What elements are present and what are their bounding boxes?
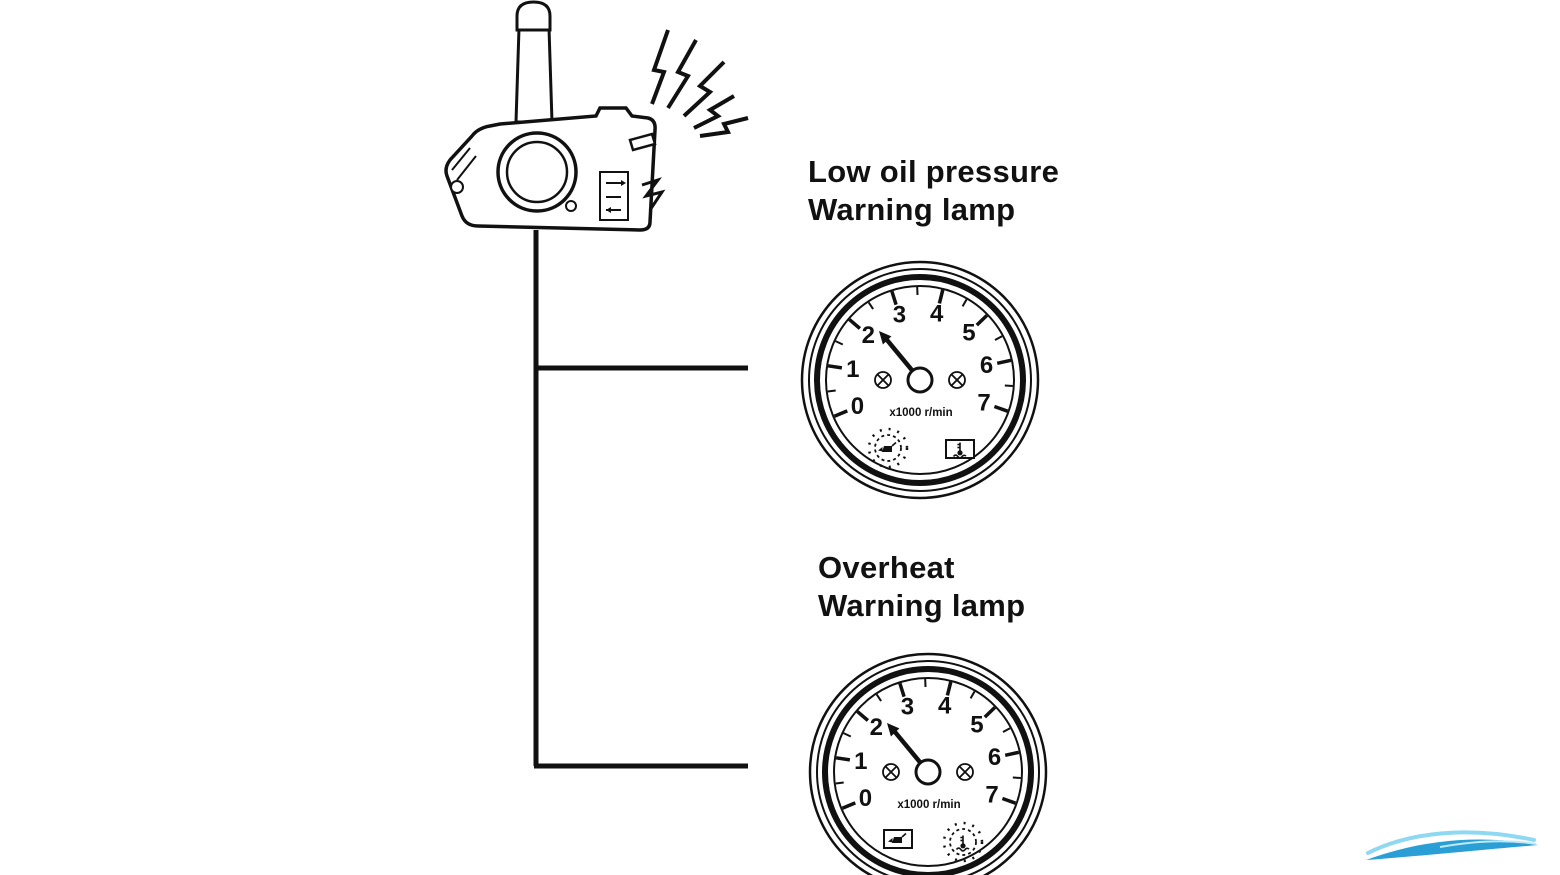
alarm-sound-icon	[650, 29, 749, 138]
oil-warning-lamp-active	[867, 427, 909, 469]
control-side-panel	[599, 171, 629, 221]
callout-low-oil-line2: Warning lamp	[808, 192, 1015, 227]
tachometer-2	[810, 654, 1046, 875]
control-lever-shaft	[514, 26, 554, 124]
callout-overheat-line1: Overheat	[818, 550, 955, 585]
temperature-warning-lamp-active	[942, 821, 984, 863]
watermark-wave-logo	[1366, 830, 1538, 860]
lever-hub-inner	[505, 140, 569, 204]
body-detail-lines	[451, 147, 477, 181]
callout-low-oil-line1: Low oil pressure	[808, 154, 1059, 189]
control-lever-knob	[515, 0, 552, 32]
tachometer-1	[802, 262, 1038, 498]
lever-hub-outer	[496, 131, 578, 213]
body-screw-right	[565, 200, 577, 212]
wiring	[533, 230, 748, 769]
temperature-warning-lamp	[945, 439, 975, 459]
body-screw-left	[450, 180, 464, 194]
remote-control-illustration	[444, 0, 749, 232]
ignition-key	[628, 132, 666, 211]
callout-overheat-line2: Warning lamp	[818, 588, 1025, 623]
oil-warning-lamp	[883, 829, 913, 849]
